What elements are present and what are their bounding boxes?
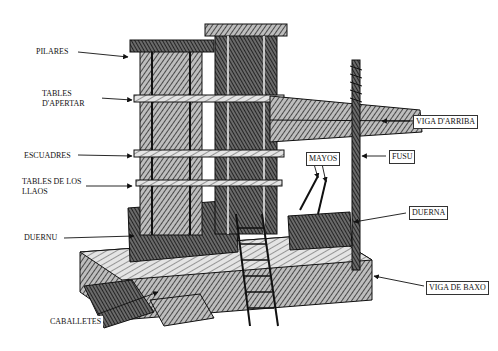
part-label: DUERNA — [409, 206, 448, 220]
sketch-part — [130, 40, 214, 52]
sketch-part — [382, 121, 410, 122]
sketch-part — [134, 95, 284, 102]
sketch-part — [262, 214, 278, 326]
sketch-part — [100, 98, 132, 100]
sketch-part — [318, 180, 326, 214]
leader-lines — [64, 52, 424, 314]
sketch-part — [136, 180, 282, 186]
sketch-part — [314, 164, 318, 178]
part-label: FUSU — [389, 150, 415, 164]
part-label: ESCUADRES — [22, 150, 73, 162]
part-label: DUERNU — [22, 232, 59, 244]
sketch-part — [300, 176, 318, 210]
sketch-part — [236, 214, 250, 326]
sketch-part — [98, 292, 158, 314]
part-label: PILARES — [34, 46, 70, 58]
sketch-part — [374, 276, 424, 286]
sketch-part — [205, 24, 287, 36]
sketch-part — [150, 294, 214, 326]
part-label: TABLES DE LOS LLAOS — [20, 176, 86, 198]
sketch-part — [134, 150, 284, 157]
sketch-part — [64, 236, 134, 238]
part-label: CABALLETES — [48, 316, 103, 328]
sketch-part — [263, 36, 265, 234]
sketch-part — [189, 52, 191, 235]
sketch-part — [227, 36, 229, 234]
sketch-part — [215, 34, 277, 234]
part-label: TABLES D'APERTAR — [40, 88, 102, 110]
sketch-part — [270, 120, 420, 121]
sketch-part — [238, 228, 274, 308]
sketch-part — [78, 155, 132, 156]
part-label: VIGA D'ARRIBA — [413, 115, 478, 129]
press-drawing — [80, 24, 422, 328]
sketch-part — [78, 52, 128, 57]
sketch-part — [84, 186, 132, 187]
part-label: VIGA DE BAXO — [426, 281, 489, 295]
sketch-part — [362, 156, 386, 157]
sketch-part — [354, 213, 406, 222]
sketch-part — [140, 50, 202, 235]
sketch-part — [288, 212, 352, 250]
sketch-part — [322, 164, 326, 182]
sketch-part — [350, 66, 362, 102]
part-label: MAYOS — [306, 152, 340, 166]
sketch-part — [151, 52, 153, 235]
sketch-part — [270, 96, 422, 142]
